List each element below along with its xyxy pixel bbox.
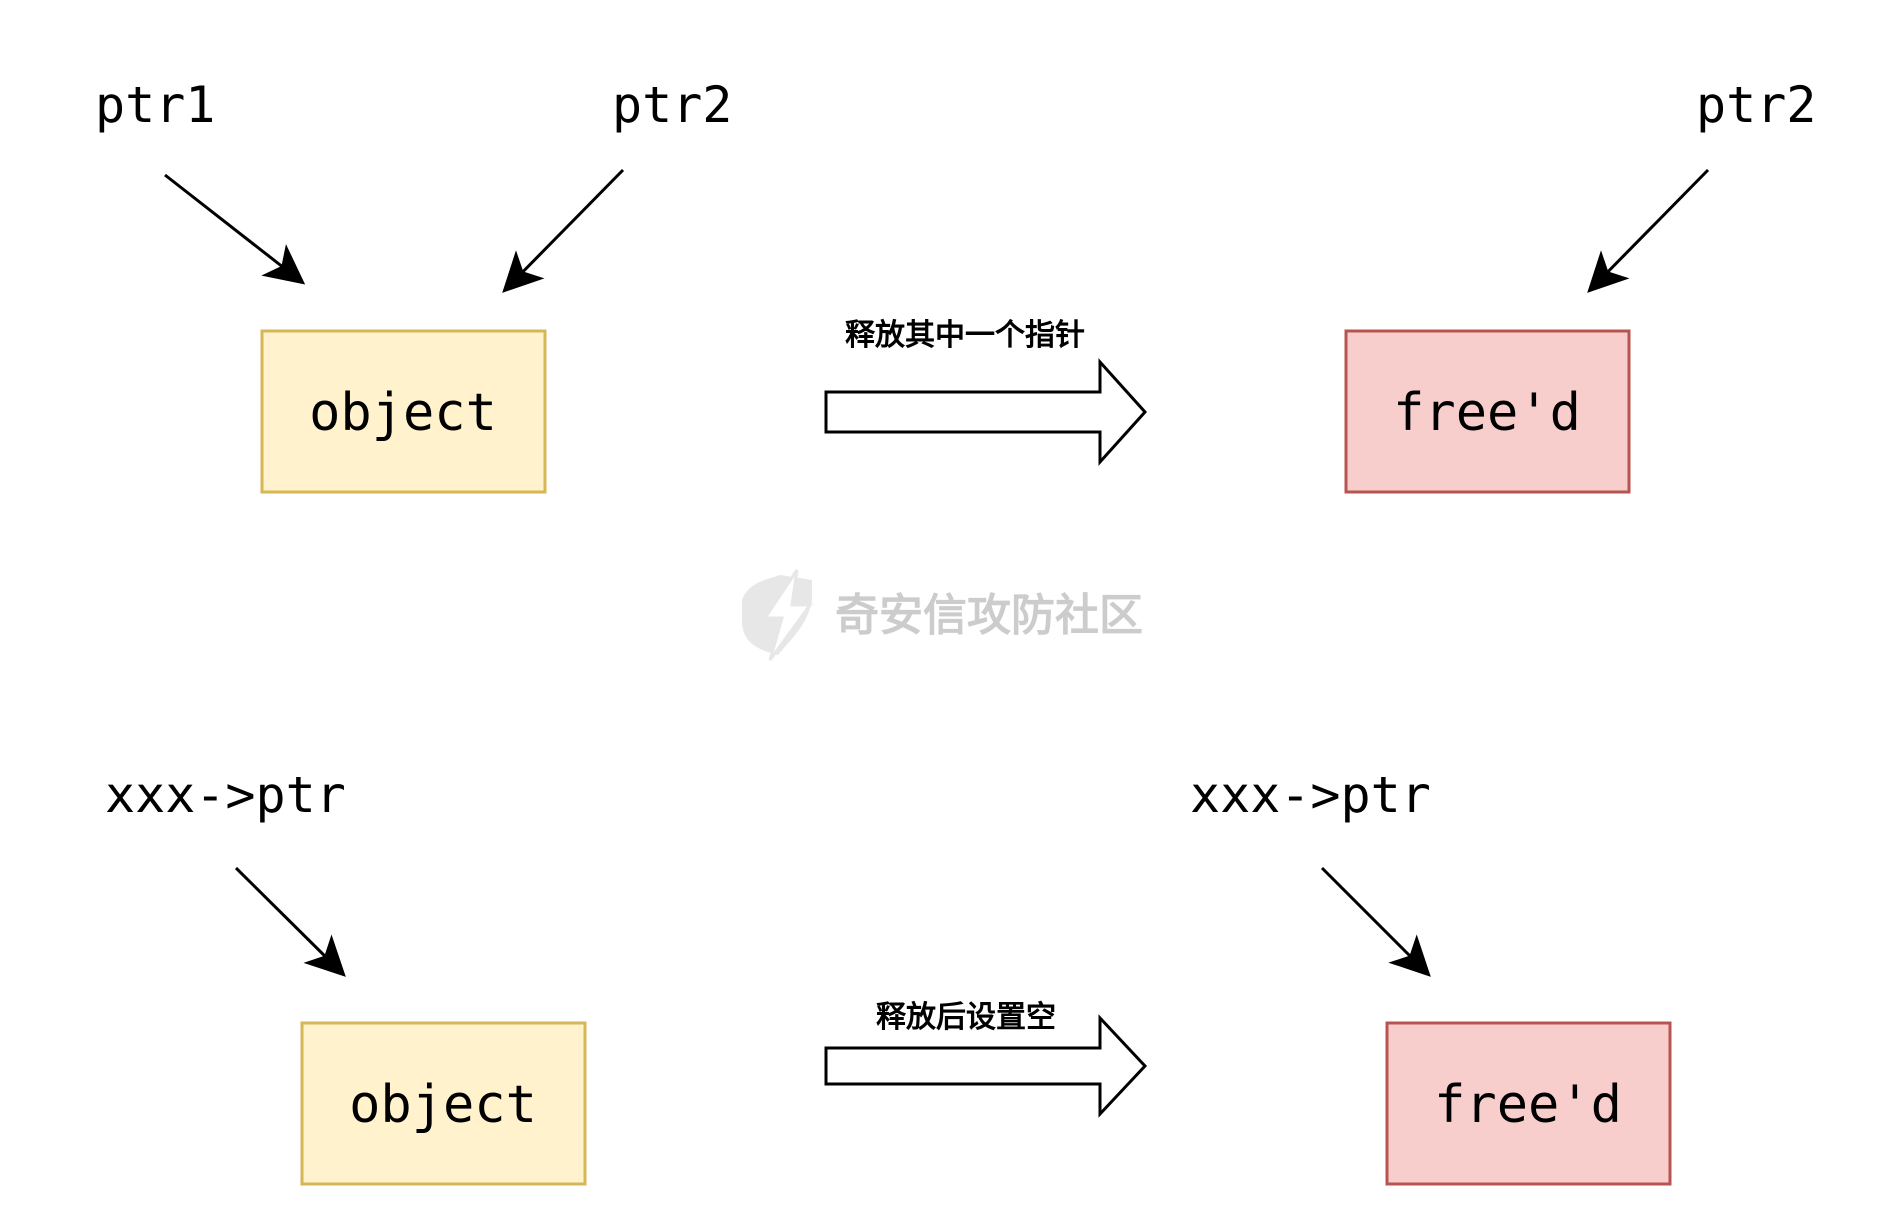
object-box-top <box>260 329 547 494</box>
xxx-ptr-label-right: xxx->ptr <box>1190 766 1431 824</box>
transition-caption-top: 释放其中一个指针 <box>845 318 1085 353</box>
ptr1-arrow <box>164 173 306 285</box>
xxx-ptr-arrow-right <box>1320 866 1431 977</box>
transition-arrow-top <box>824 358 1148 466</box>
object-label-top: object <box>309 383 497 443</box>
xxx-ptr-arrow-left <box>234 866 346 977</box>
object-label-bottom: object <box>349 1075 537 1135</box>
freed-box-bottom <box>1385 1021 1672 1186</box>
transition-arrow-bottom <box>824 1014 1148 1118</box>
freed-label-top: free'd <box>1393 383 1581 443</box>
freed-label-bottom: free'd <box>1434 1075 1622 1135</box>
ptr2-arrow-right <box>1587 168 1710 293</box>
ptr2-arrow <box>502 168 625 293</box>
watermark-text: 奇安信攻防社区 <box>835 590 1143 641</box>
ptr1-label: ptr1 <box>95 76 215 134</box>
transition-caption-bottom: 释放后设置空 <box>876 1000 1056 1035</box>
lightning-shield-icon <box>742 569 813 661</box>
ptr2-label: ptr2 <box>612 76 732 134</box>
freed-box-top <box>1344 329 1631 494</box>
xxx-ptr-label-left: xxx->ptr <box>105 766 346 824</box>
object-box-bottom <box>300 1021 587 1186</box>
ptr2-label-right: ptr2 <box>1696 76 1816 134</box>
